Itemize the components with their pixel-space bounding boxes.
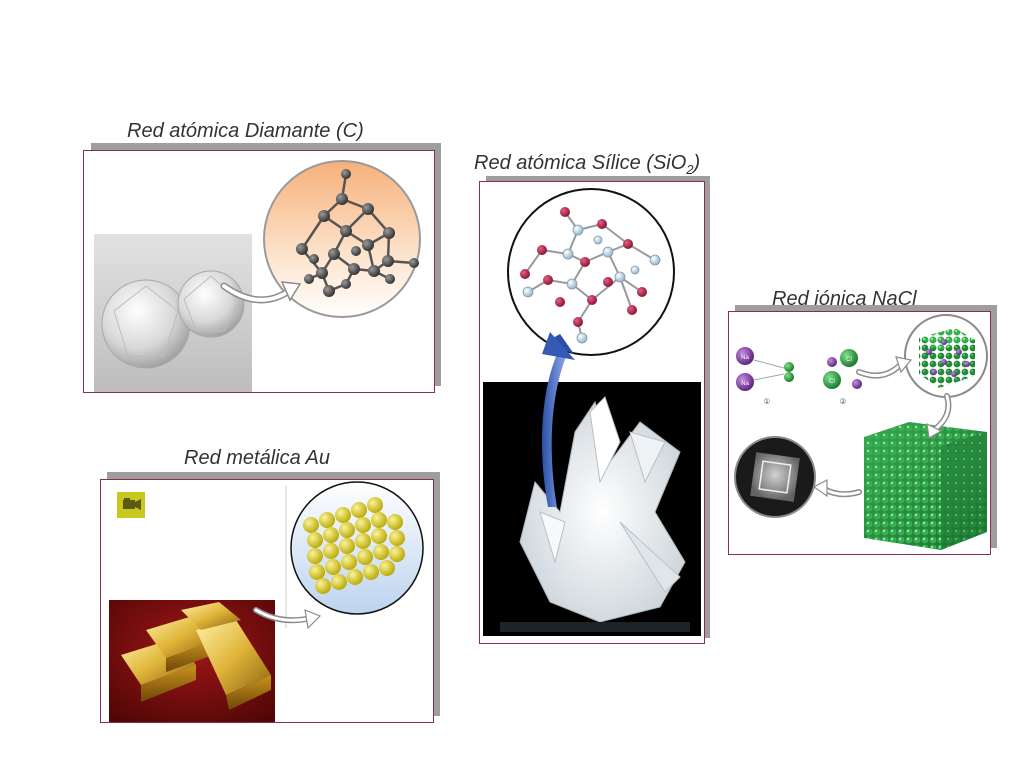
step-1-label: ① (763, 397, 770, 406)
diamante-title: Red atómica Diamante (C) (127, 120, 364, 142)
arrow-icon (926, 393, 952, 439)
gold-bars (121, 602, 271, 710)
silice-illustration (483, 188, 701, 636)
gold-lattice-zoom (290, 481, 424, 615)
metalica-panel (100, 479, 434, 723)
nacl-title: Red iónica NaCl (772, 288, 917, 310)
nacl-cube (864, 422, 987, 550)
na-atom-label-2: Na (741, 381, 749, 387)
silice-title-main: Red atómica Sílice (SiO (474, 152, 687, 174)
arrow-icon (542, 332, 575, 507)
silice-title: Red atómica Sílice (SiO2) (474, 152, 700, 177)
arrow-icon (812, 478, 862, 498)
silice-title-end: ) (693, 152, 701, 174)
na-atom-label-1: Na (741, 355, 749, 361)
nacl-lattice (919, 328, 975, 388)
arrow-icon (220, 281, 302, 304)
step-2-label: ② (839, 397, 846, 406)
diamond-gem-1 (101, 279, 191, 369)
arrow-icon (253, 607, 322, 630)
cl-atom-label-2: Cl (829, 379, 835, 385)
metalica-illustration (109, 481, 424, 722)
nacl-illustration: Na Na ① Cl Cl ② (734, 314, 988, 550)
quartz-crystal (500, 396, 690, 632)
silica-lattice-zoom (507, 188, 675, 356)
nacl-panel: Na Na ① Cl Cl ② (728, 311, 991, 555)
gold-lattice (303, 497, 405, 594)
silice-panel (479, 181, 705, 644)
arrow-icon (856, 356, 913, 379)
video-camera-icon[interactable] (117, 492, 145, 518)
diamante-illustration (94, 160, 421, 392)
silice-title-subscript: 2 (686, 162, 694, 177)
metalica-title: Red metálica Au (184, 447, 330, 469)
diamond-gem-2 (177, 270, 245, 338)
diamante-panel (83, 150, 435, 393)
cl-atom-label-1: Cl (846, 357, 852, 363)
